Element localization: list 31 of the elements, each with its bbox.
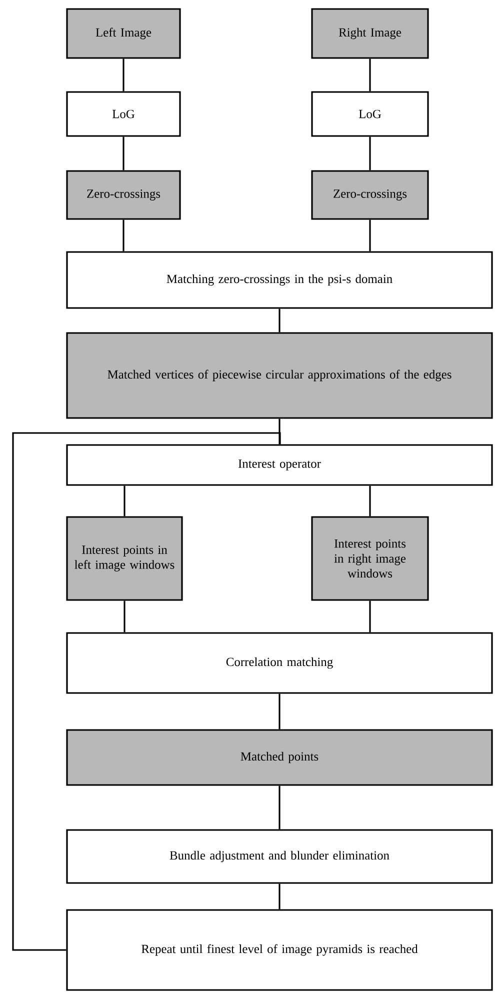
connector-line [124, 600, 126, 632]
connector-line [122, 220, 124, 252]
connector-line [278, 884, 280, 910]
shaded-box: Interest points in left image windows [66, 516, 183, 601]
process-box: Interest operator [66, 444, 493, 486]
process-box: Bundle adjustment and blunder elimination [66, 829, 493, 884]
connector-line [122, 136, 124, 170]
shaded-box: Matched vertices of piecewise circular approximations of the edges [66, 332, 493, 419]
connector-line [278, 694, 280, 730]
process-box: Correlation matching [66, 632, 493, 694]
connector-line [12, 432, 281, 951]
process-box: LoG [311, 91, 429, 137]
connector-line [369, 600, 371, 632]
connector-line [124, 486, 126, 516]
process-box: Matching zero-crossings in the psi-s domain [66, 251, 493, 309]
connector-line [278, 308, 280, 332]
shaded-box: Zero-crossings [66, 170, 181, 220]
connector-line [278, 786, 280, 830]
connector-line [122, 58, 124, 92]
shaded-box: Left Image [66, 8, 181, 59]
shaded-box: Interest points in right image windows [311, 516, 429, 601]
process-box: Repeat until finest level of image pyramids is reached [66, 909, 493, 991]
connector-line [369, 220, 371, 252]
connector-line [369, 136, 371, 170]
shaded-box: Right Image [311, 8, 429, 59]
process-box: LoG [66, 91, 181, 137]
shaded-box: Matched points [66, 729, 493, 786]
connector-line [369, 486, 371, 516]
shaded-box: Zero-crossings [311, 170, 429, 220]
connector-line [369, 58, 371, 92]
connector-line [278, 418, 280, 444]
